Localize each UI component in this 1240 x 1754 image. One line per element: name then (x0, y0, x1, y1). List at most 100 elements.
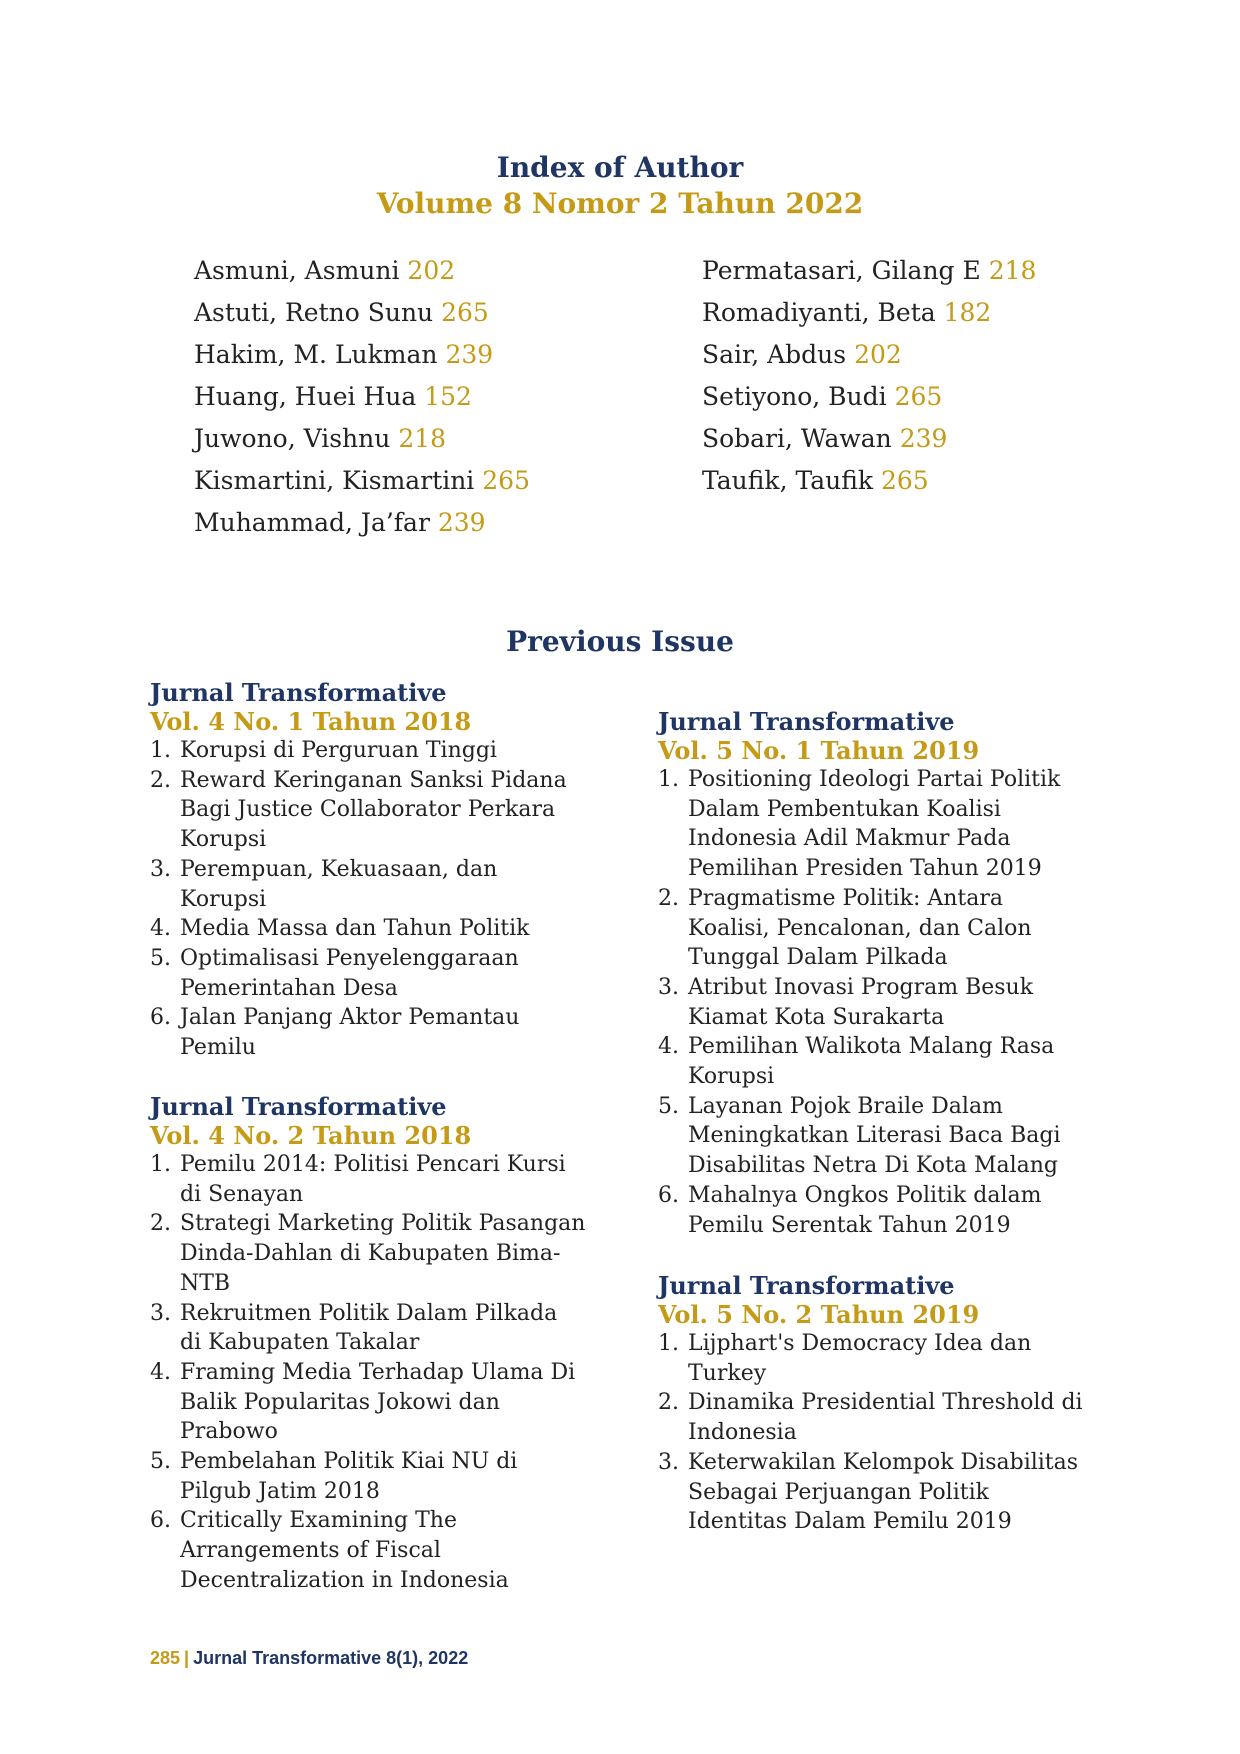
article-title-line: Korupsi (688, 1064, 775, 1090)
article-title-line: Balik Popularitas Jokowi dan (180, 1389, 500, 1415)
author-page: 265 (880, 466, 929, 495)
author-page: 239 (445, 340, 494, 369)
author-entry: Asmuni, Asmuni 202 (194, 250, 530, 292)
page-number: 285 (150, 1648, 181, 1668)
article-title-line: Mahalnya Ongkos Politik dalam (688, 1182, 1042, 1208)
author-page: 182 (943, 298, 992, 327)
article-number: 1. (150, 738, 171, 763)
author-page: 265 (894, 382, 943, 411)
author-page: 265 (482, 466, 530, 495)
issue-journal: Jurnal Transformative (658, 1271, 955, 1300)
article-title-line: di Senayan (180, 1181, 304, 1207)
article-title-line: Perempuan, Kekuasaan, dan (180, 856, 498, 882)
article-number: 1. (150, 1152, 171, 1177)
article-title-line: Strategi Marketing Politik Pasangan (180, 1211, 586, 1237)
page-footer: 285|Jurnal Transformative 8(1), 2022 (150, 1648, 468, 1669)
article-title-line: Critically Examining The (180, 1508, 457, 1534)
article-title-line: Korupsi (180, 827, 267, 853)
article-number: 3. (658, 974, 679, 1000)
author-entry: Huang, Huei Hua 152 (194, 376, 530, 418)
author-name: Hakim, M. Lukman (194, 340, 438, 369)
article-title-line: Tunggal Dalam Pilkada (688, 945, 948, 971)
article-title-line: Identitas Dalam Pemilu 2019 (688, 1509, 1012, 1535)
author-name: Astuti, Retno Sunu (194, 298, 434, 327)
article-title-line: Sebagai Perjuangan Politik (688, 1479, 989, 1505)
article-number: 6. (150, 1005, 171, 1031)
author-page: 239 (899, 424, 948, 453)
article-title-line: Pemilu (180, 1035, 256, 1061)
article-title-line: Lijphart's Democracy Idea dan (688, 1331, 1032, 1356)
article-title-line: Dalam Pembentukan Koalisi (688, 796, 1001, 822)
author-page: 218 (398, 424, 447, 453)
author-page: 265 (441, 298, 489, 327)
article-number: 2. (658, 1390, 679, 1416)
article-title-line: Bagi Justice Collaborator Perkara (180, 797, 556, 823)
author-name: Taufik, Taufik (702, 466, 874, 495)
footer-separator: | (184, 1648, 190, 1668)
author-entry: Romadiyanti, Beta 182 (702, 292, 1036, 334)
author-name: Juwono, Vishnu (194, 424, 391, 453)
article-number: 6. (658, 1182, 679, 1208)
article-title-line: Pemerintahan Desa (180, 975, 398, 1001)
issue-volume: Vol. 5 No. 1 Tahun 2019 (658, 736, 980, 765)
article-number: 1. (658, 1331, 679, 1356)
author-name: Permatasari, Gilang E (702, 256, 981, 285)
issue-journal: Jurnal Transformative (150, 678, 447, 707)
author-page: 202 (407, 256, 456, 285)
index-subtitle: Volume 8 Nomor 2 Tahun 2022 (376, 187, 864, 220)
article-title-line: Pragmatisme Politik: Antara (688, 885, 1004, 911)
article-title-line: Pemilihan Presiden Tahun 2019 (688, 856, 1042, 882)
article-title-line: Turkey (688, 1360, 767, 1386)
article-title-line: Dinamika Presidential Threshold di (688, 1390, 1083, 1416)
article-title-line: Kiamat Kota Surakarta (688, 1004, 945, 1030)
article-item: 4.Media Massa dan Tahun Politik (150, 914, 600, 944)
article-title-line: di Kabupaten Takalar (180, 1330, 420, 1356)
issue-volume: Vol. 4 No. 1 Tahun 2018 (150, 707, 472, 736)
article-title-line: Rekruitmen Politik Dalam Pilkada (180, 1300, 558, 1326)
article-title-line: Jalan Panjang Aktor Pemantau (180, 1005, 520, 1031)
article-title-line: Indonesia Adil Makmur Pada (688, 826, 1011, 852)
article-title-line: Reward Keringanan Sanksi Pidana (180, 767, 567, 793)
article-number: 4. (150, 916, 171, 942)
previous-issue-title: Previous Issue (506, 625, 734, 658)
author-entry: Taufik, Taufik 265 (702, 460, 1036, 502)
author-entry: Sobari, Wawan 239 (702, 418, 1036, 460)
article-number: 5. (150, 945, 171, 971)
article-title-line: Keterwakilan Kelompok Disabilitas (688, 1449, 1079, 1475)
article-title-line: Indonesia (688, 1420, 797, 1446)
article-number: 2. (658, 885, 679, 911)
article-title-line: Pemilihan Walikota Malang Rasa (688, 1034, 1055, 1060)
article-item: 3. Rekruitmen Politik Dalam Pilkada di Kab… (150, 1299, 600, 1358)
issue-volume: Vol. 4 No. 2 Tahun 2018 (150, 1121, 472, 1150)
author-name: Asmuni, Asmuni (194, 256, 400, 285)
article-number: 3. (150, 1300, 171, 1326)
article-title-line: Korupsi (180, 886, 267, 912)
author-entry: Astuti, Retno Sunu 265 (194, 292, 530, 334)
author-entry: Juwono, Vishnu 218 (194, 418, 530, 460)
article-title-line: NTB (180, 1270, 231, 1296)
author-entry: Muhammad, Ja’far 239 (194, 502, 530, 544)
article-title-line: Disabilitas Netra Di Kota Malang (688, 1153, 1059, 1179)
author-name: Kismartini, Kismartini (194, 466, 475, 495)
article-number: 4. (658, 1034, 679, 1060)
